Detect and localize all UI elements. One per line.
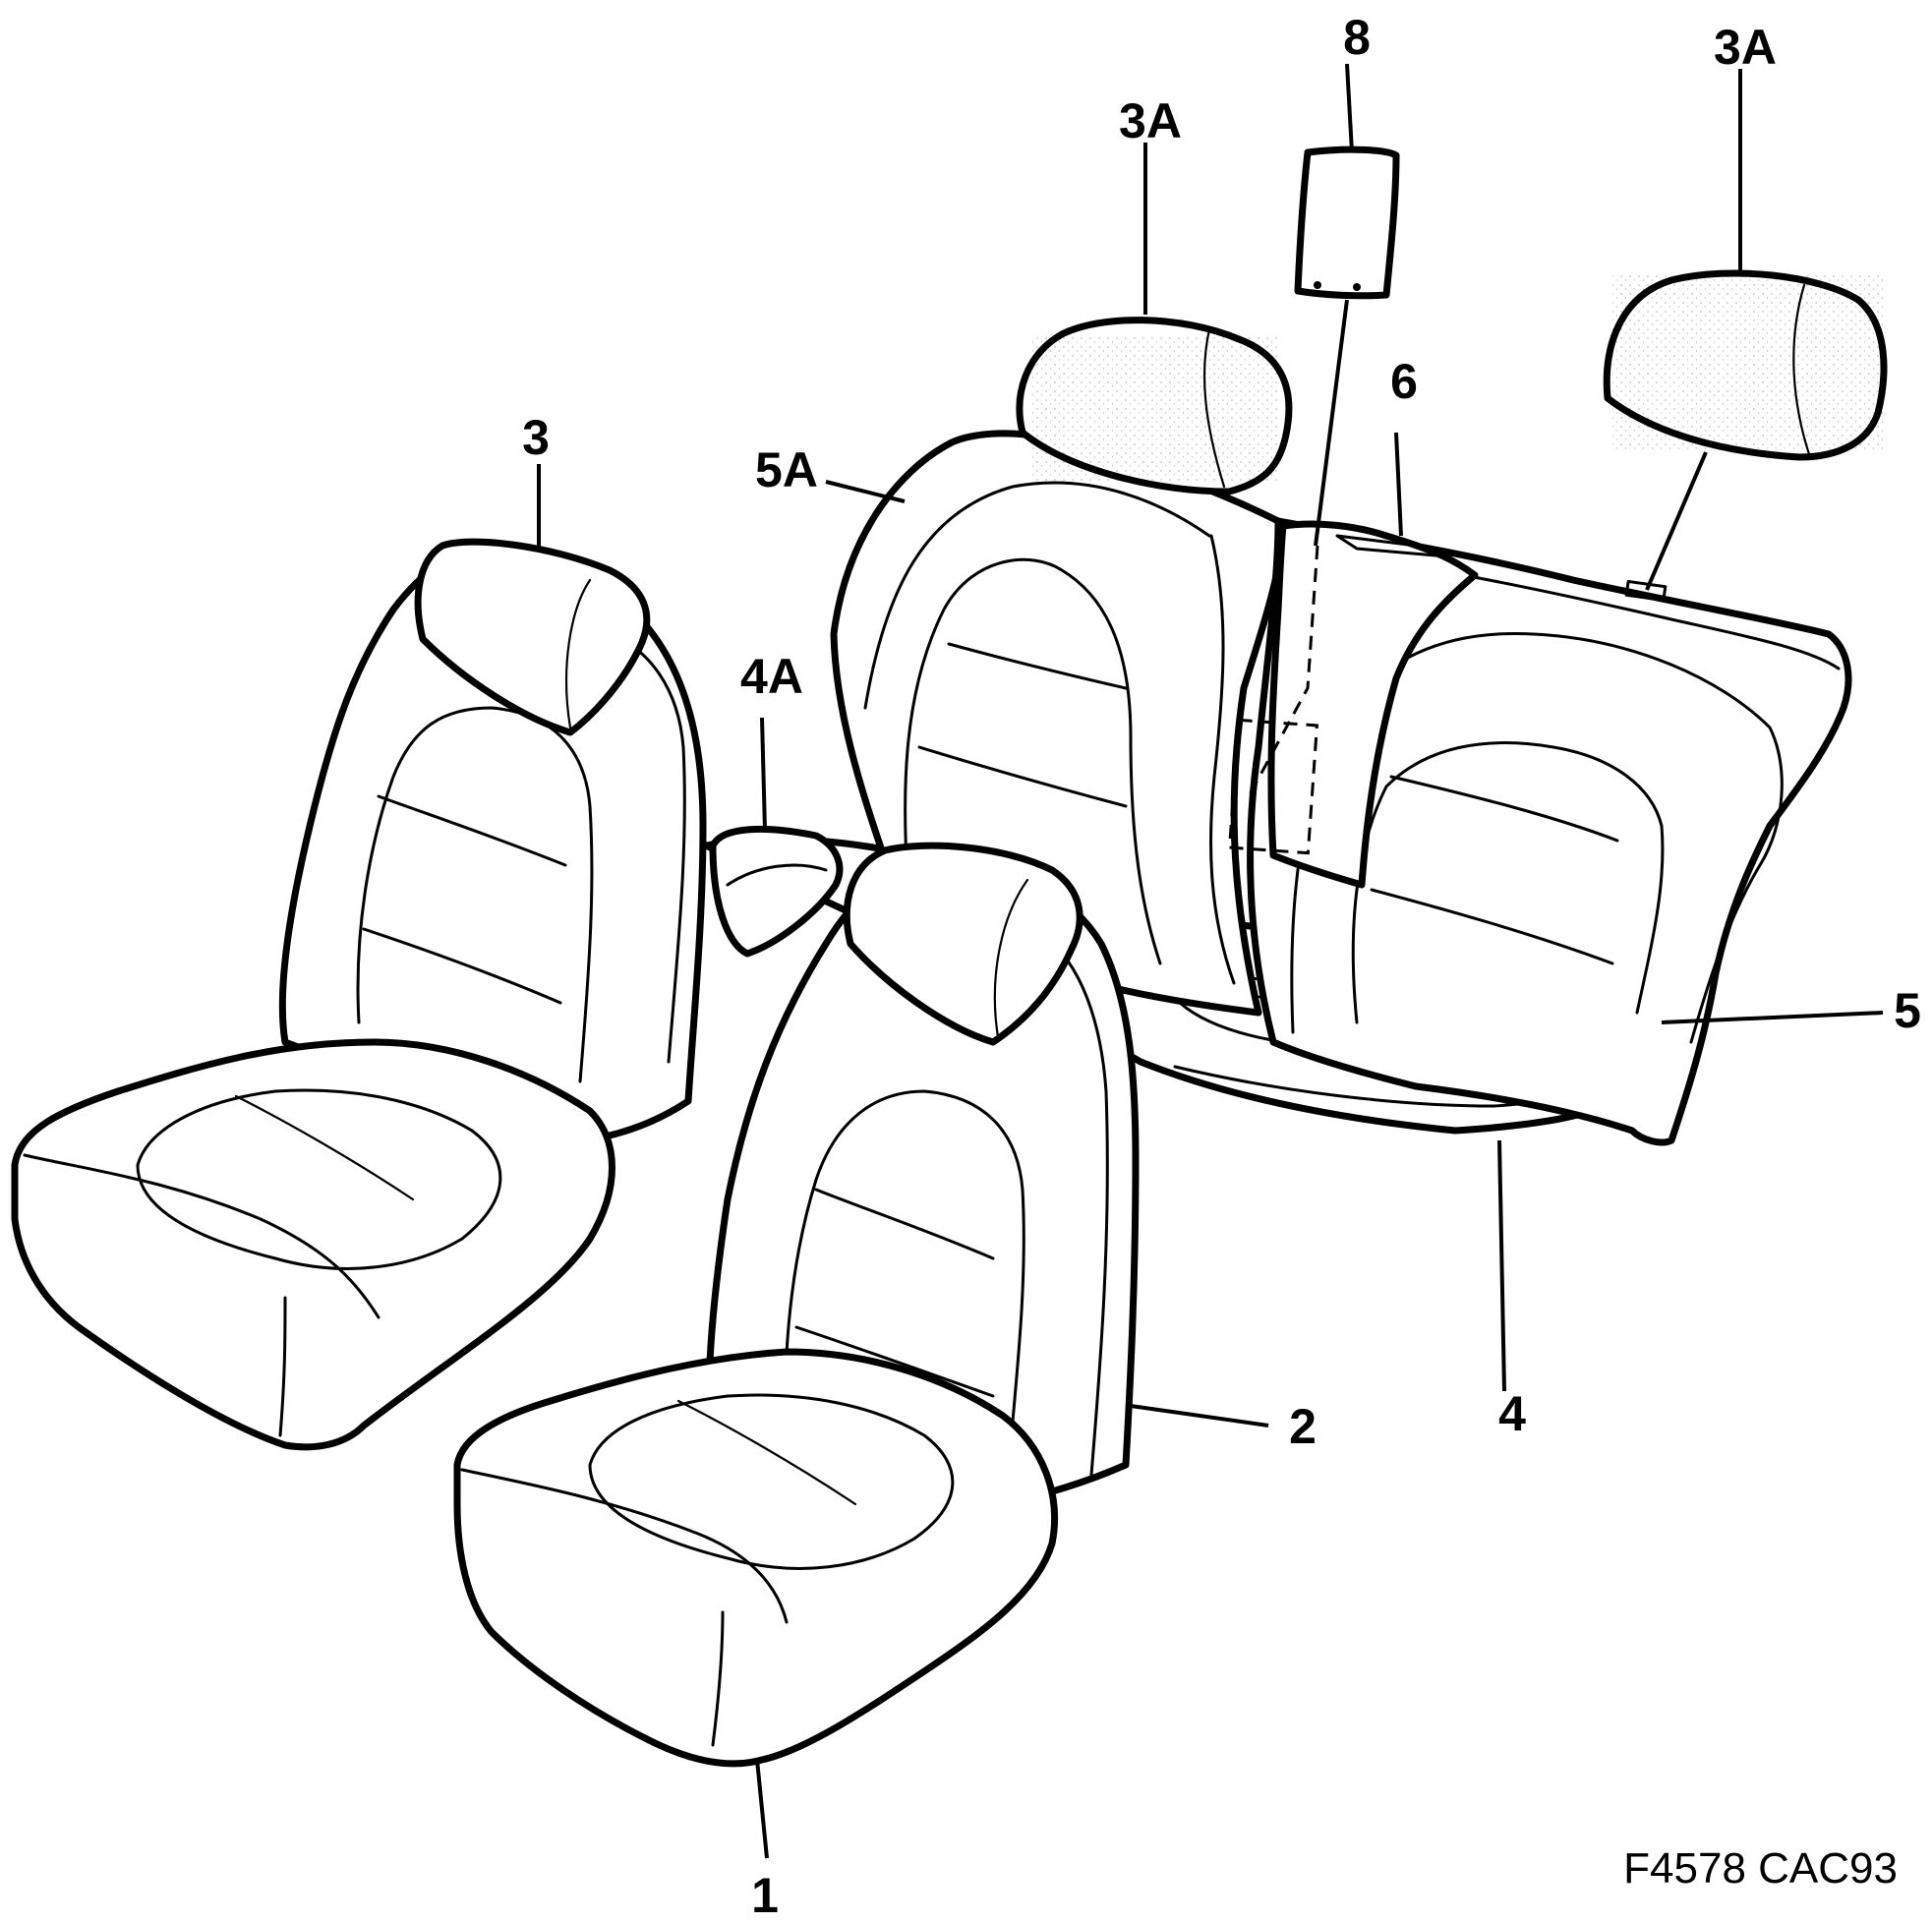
front-seat-right — [453, 826, 1140, 1768]
ski-hatch-cover — [1294, 146, 1400, 300]
callout-4a: 4A — [740, 649, 803, 704]
center-armrest — [709, 826, 844, 958]
rear-seat — [702, 146, 1888, 1146]
callout-6: 6 — [1390, 354, 1418, 409]
callout-3a-center: 3A — [1119, 93, 1182, 148]
left-seat-cushion — [11, 1038, 615, 1451]
headrest-guide-slot — [1624, 579, 1668, 603]
right-seat-headrest — [843, 842, 1083, 1046]
callout-8: 8 — [1343, 10, 1371, 65]
figure-id: F4578 CAC93 — [1623, 1844, 1898, 1893]
callout-1: 1 — [751, 1868, 779, 1923]
callout-labels: 1 2 3 3A 3A 4 4A 5 5A 6 8 F4578 CAC93 — [522, 10, 1921, 1923]
leader-lines — [537, 63, 1884, 1859]
callout-2: 2 — [1289, 1399, 1317, 1454]
left-seat-headrest — [414, 538, 651, 736]
ski-hatch-outline — [1227, 718, 1319, 855]
callout-4: 4 — [1498, 1386, 1526, 1441]
right-seat-cushion — [453, 1348, 1059, 1768]
callout-5: 5 — [1894, 983, 1921, 1038]
callout-3a-right: 3A — [1714, 20, 1777, 75]
callout-5a: 5A — [755, 442, 818, 497]
callout-3: 3 — [522, 410, 550, 465]
front-seat-left — [11, 538, 707, 1451]
